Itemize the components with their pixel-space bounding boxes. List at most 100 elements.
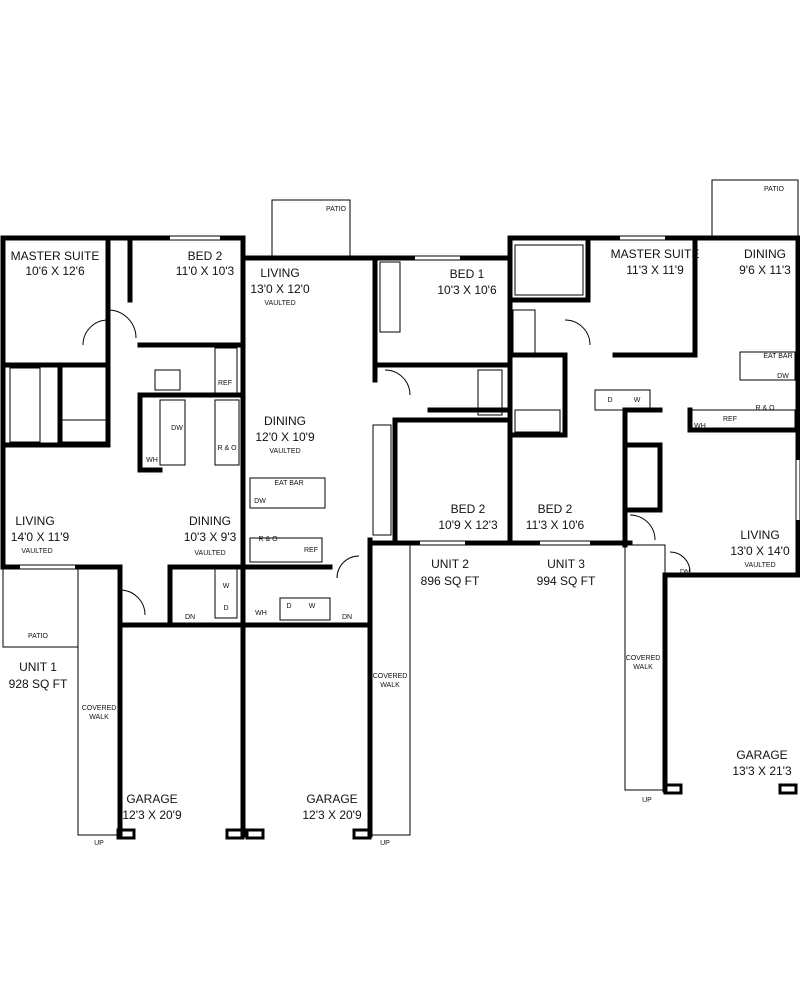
svg-text:UP: UP [642,797,652,804]
svg-text:VAULTED: VAULTED [21,548,52,555]
svg-text:VAULTED: VAULTED [264,300,295,307]
svg-text:GARAGE: GARAGE [126,792,177,806]
svg-text:WALK: WALK [633,664,653,671]
svg-text:DW: DW [254,498,266,505]
svg-text:R & O: R & O [755,405,775,412]
stair-labels: UP UP UP DN DN DN [94,569,690,847]
svg-text:13'0 X 14'0: 13'0 X 14'0 [730,544,790,558]
room-garage-2: GARAGE 12'3 X 20'9 [302,792,362,822]
svg-text:DW: DW [171,425,183,432]
svg-text:VAULTED: VAULTED [269,448,300,455]
svg-text:11'3 X 10'6: 11'3 X 10'6 [526,518,585,532]
svg-text:10'9 X 12'3: 10'9 X 12'3 [438,518,498,532]
svg-text:12'3 X 20'9: 12'3 X 20'9 [122,808,182,822]
svg-text:W: W [634,397,641,404]
room-bed1-2: BED 1 10'3 X 10'6 [437,267,497,297]
svg-text:REF: REF [723,416,737,423]
svg-text:12'3 X 20'9: 12'3 X 20'9 [302,808,362,822]
svg-text:9'6 X 11'3: 9'6 X 11'3 [739,263,791,277]
covered-walk-labels: COVERED WALK COVERED WALK COVERED WALK [82,655,661,721]
fixtures [9,244,796,621]
room-master-suite-3: MASTER SUITE 11'3 X 11'9 [611,247,700,277]
svg-text:PATIO: PATIO [326,206,347,213]
svg-text:DINING: DINING [744,247,786,261]
svg-text:10'3 X 9'3: 10'3 X 9'3 [184,530,237,544]
unit-2-label: UNIT 2 896 SQ FT [421,557,480,588]
appliance-labels: DW R & O REF WH EAT BAR DW R & O REF WH … [146,353,792,617]
room-bed2-2: BED 2 10'9 X 12'3 [438,502,498,532]
svg-text:DINING: DINING [189,514,231,528]
svg-text:11'3 X 11'9: 11'3 X 11'9 [626,263,684,277]
svg-text:BED 1: BED 1 [450,267,485,281]
svg-text:VAULTED: VAULTED [744,562,775,569]
svg-text:UP: UP [94,840,104,847]
svg-text:UNIT 3: UNIT 3 [547,557,585,571]
svg-text:LIVING: LIVING [15,514,54,528]
svg-text:COVERED: COVERED [373,673,408,680]
svg-text:WALK: WALK [89,714,109,721]
svg-text:MASTER SUITE: MASTER SUITE [11,249,100,263]
unit-1-label: UNIT 1 928 SQ FT [9,660,68,691]
svg-text:R & O: R & O [217,445,237,452]
svg-text:DN: DN [680,569,690,576]
svg-text:UNIT 2: UNIT 2 [431,557,469,571]
room-bed2-3: BED 2 11'3 X 10'6 [526,502,585,532]
svg-text:REF: REF [218,380,232,387]
svg-text:BED 2: BED 2 [188,249,223,263]
room-dining-3: DINING 9'6 X 11'3 [739,247,791,277]
svg-text:928 SQ FT: 928 SQ FT [9,677,68,691]
svg-text:14'0 X 11'9: 14'0 X 11'9 [11,530,70,544]
svg-text:BED 2: BED 2 [451,502,486,516]
garage-posts [116,783,798,840]
svg-text:10'6 X 12'6: 10'6 X 12'6 [25,264,85,278]
svg-text:MASTER SUITE: MASTER SUITE [611,247,700,261]
svg-text:994 SQ FT: 994 SQ FT [537,574,596,588]
svg-text:WH: WH [255,610,267,617]
svg-text:R & O: R & O [258,536,278,543]
svg-text:LIVING: LIVING [740,528,779,542]
svg-text:12'0 X 10'9: 12'0 X 10'9 [255,430,315,444]
svg-text:REF: REF [304,547,318,554]
svg-text:DN: DN [342,614,352,621]
svg-text:D: D [286,603,291,610]
svg-text:COVERED: COVERED [626,655,661,662]
room-bed2-1: BED 211'0 X 10'3 [176,249,235,278]
room-garage-1: GARAGE 12'3 X 20'9 [122,792,182,822]
svg-text:UNIT 1: UNIT 1 [19,660,57,674]
svg-text:WH: WH [146,457,158,464]
windows [20,236,800,569]
svg-text:BED 2: BED 2 [538,502,573,516]
unit-3-label: UNIT 3 994 SQ FT [537,557,596,588]
svg-text:EAT BAR: EAT BAR [274,480,303,487]
room-garage-3: GARAGE 13'3 X 21'3 [732,748,792,778]
svg-text:D: D [607,397,612,404]
svg-text:13'0 X 12'0: 13'0 X 12'0 [250,282,310,296]
svg-text:DW: DW [777,373,789,380]
svg-text:EAT BAR: EAT BAR [763,353,792,360]
svg-text:W: W [223,583,230,590]
svg-text:13'3 X 21'3: 13'3 X 21'3 [732,764,792,778]
svg-text:896 SQ FT: 896 SQ FT [421,574,480,588]
svg-text:DINING: DINING [264,414,306,428]
svg-text:PATIO: PATIO [28,633,49,640]
svg-text:10'3 X 10'6: 10'3 X 10'6 [437,283,497,297]
svg-text:D: D [223,605,228,612]
svg-text:LIVING: LIVING [260,266,299,280]
svg-text:WH: WH [694,423,706,430]
svg-text:DN: DN [185,614,195,621]
svg-text:11'0 X 10'3: 11'0 X 10'3 [176,264,235,278]
svg-text:GARAGE: GARAGE [736,748,787,762]
svg-text:UP: UP [380,840,390,847]
svg-text:W: W [309,603,316,610]
svg-text:WALK: WALK [380,682,400,689]
svg-text:COVERED: COVERED [82,705,117,712]
svg-text:GARAGE: GARAGE [306,792,357,806]
svg-text:VAULTED: VAULTED [194,550,225,557]
